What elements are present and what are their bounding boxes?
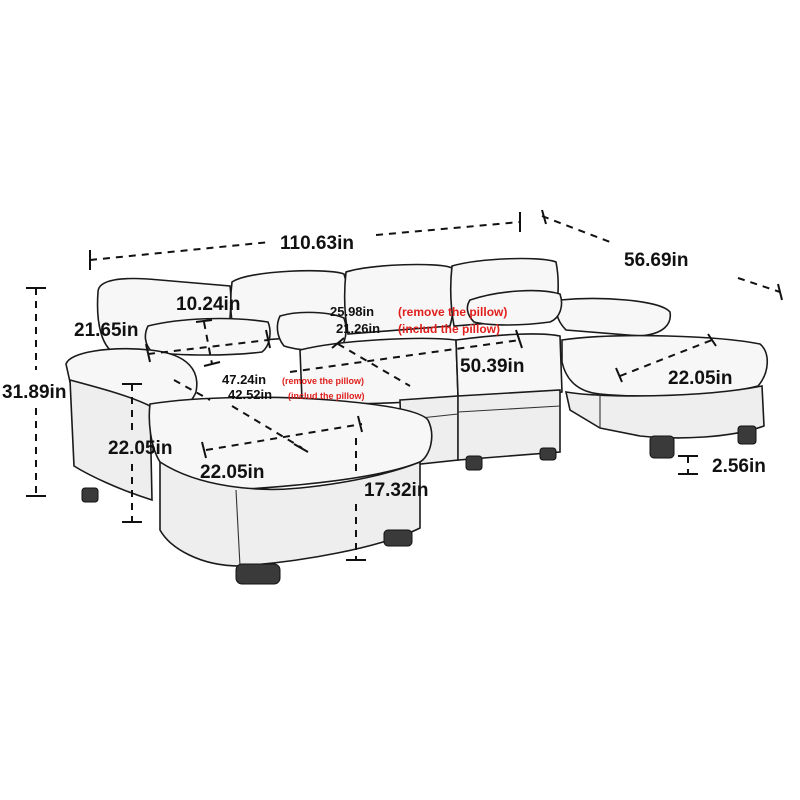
seat-depth-no-pillow-label: 25.98in [330,304,374,319]
chaise-length-label: 50.39in [460,356,524,377]
seat-depth-pillow-note: (includ the pillow) [398,322,500,336]
seat-width-no-pillow-note: (remove the pillow) [282,376,364,386]
left-chaise-width-label: 22.05in [200,462,264,483]
seat-width-pillow-note: (includ the pillow) [288,391,365,401]
depth-line-bottom [737,277,781,293]
seat-width-line-b [231,405,303,449]
seat-width-line-a [173,379,211,401]
dimension-lines [26,209,783,561]
right-chaise-width-label: 22.05in [668,368,732,389]
overall-width-label: 110.63in [280,233,354,254]
left-chaise-width-line [205,423,363,451]
seat-height-label: 17.32in [364,480,428,501]
height-label: 31.89in [2,382,66,403]
width-line-left [89,241,271,261]
seat-width-pillow-label: 42.52in [228,387,272,402]
pillow-depth-label: 10.24in [176,294,240,315]
depth-line-top [541,215,611,243]
right-chaise-width-line [619,339,713,377]
depth-label: 56.69in [624,250,688,271]
seat-depth-no-pillow-note: (remove the pillow) [398,305,507,319]
arm-height-label: 22.05in [108,438,172,459]
back-height-label: 21.65in [74,320,138,341]
seat-depth-pillow-label: 21.26in [336,321,380,336]
seat-width-no-pillow-label: 47.24in [222,372,266,387]
dimension-labels: 110.63in 56.69in 31.89in 10.24in 21.65in… [2,233,766,501]
width-line-right [375,221,521,236]
leg-height-label: 2.56in [712,456,766,477]
sofa-illustration [65,257,769,585]
seat-depth-line [337,343,411,387]
